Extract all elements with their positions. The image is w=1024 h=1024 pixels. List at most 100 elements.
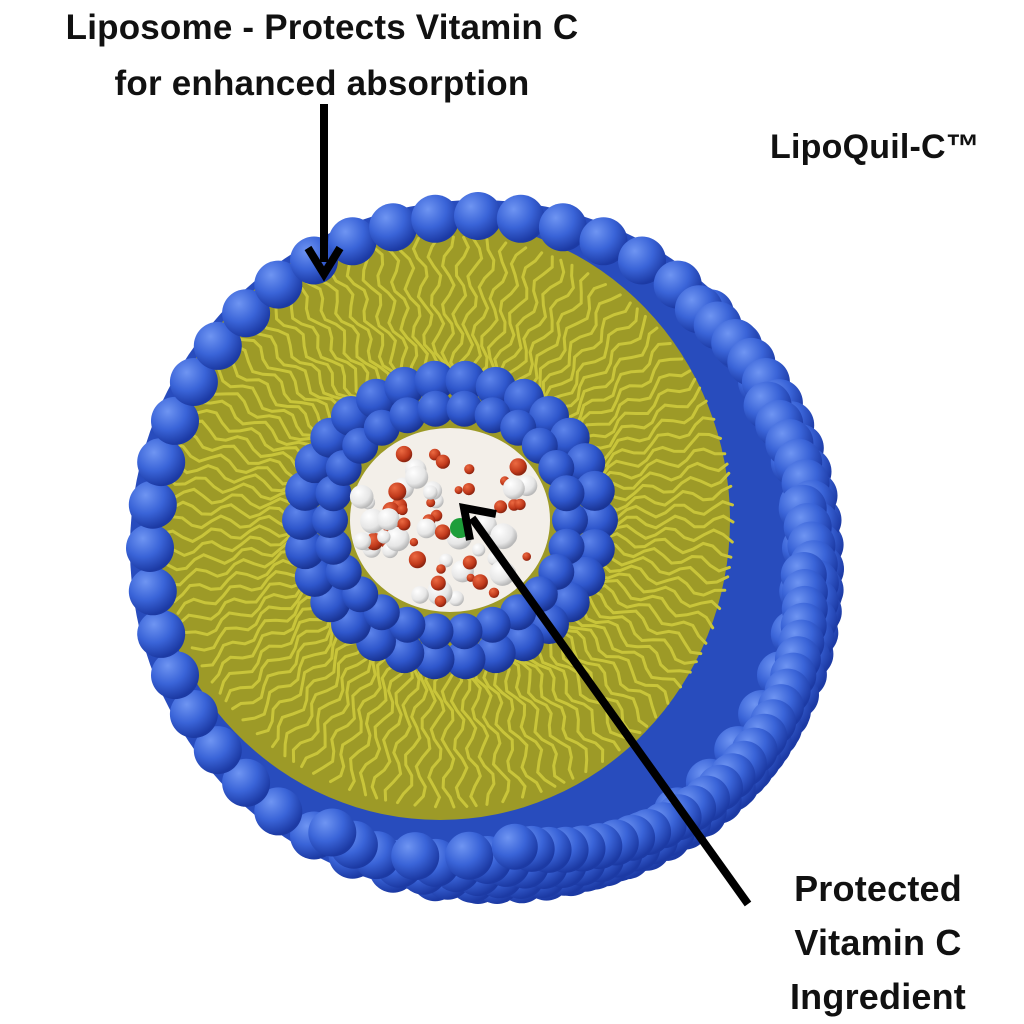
lipid-tail: [579, 588, 703, 656]
lipid-head: [389, 397, 426, 434]
lipid-tail: [230, 334, 335, 428]
lipid-tail: [370, 666, 414, 800]
vitamin-c-atom-white: [411, 586, 429, 604]
lipid-head: [574, 470, 615, 511]
lipid-head: [548, 475, 585, 512]
lipid-tail: [457, 236, 484, 374]
lipid-head: [496, 194, 545, 243]
lipid-head: [445, 639, 486, 680]
lipid-head: [491, 823, 538, 870]
lipid-tail: [594, 539, 731, 573]
liposome-label-line1: Liposome - Protects Vitamin C: [65, 8, 579, 47]
lipid-tail: [585, 577, 715, 630]
vitamin-c-label-line3: Ingredient: [789, 976, 966, 1017]
lipid-tail: [518, 272, 590, 393]
vitamin-c-atom-white: [377, 508, 400, 531]
lipid-tail: [504, 258, 566, 386]
lipid-tail: [545, 633, 634, 742]
lipid-tail: [190, 585, 314, 652]
lipid-head: [285, 529, 326, 570]
lipid-head: [315, 528, 352, 565]
vitamin-c-molecules: [349, 445, 538, 608]
lipid-head: [128, 480, 177, 529]
lipid-head: [445, 831, 494, 880]
lipid-tail: [482, 665, 527, 799]
lipid-tail: [168, 549, 304, 587]
lipid-tail: [543, 301, 632, 410]
lipid-head: [417, 613, 454, 650]
lipid-tail: [589, 565, 722, 610]
lipid-tail: [561, 616, 670, 705]
lipid-tail: [329, 259, 391, 386]
lipid-tail: [218, 612, 331, 695]
lipid-tail: [162, 487, 300, 513]
vitamin-c-atom-red: [397, 504, 408, 516]
lipid-tails: [161, 235, 735, 809]
vitamin-c-atom-red: [488, 587, 500, 598]
vitamin-c-atom-white: [349, 485, 374, 509]
lipid-tail: [569, 606, 682, 689]
lipid-tail: [175, 429, 307, 480]
lipid-head: [446, 390, 483, 427]
vitamin-c-label-line2: Vitamin C: [794, 922, 962, 963]
lipid-tail: [486, 246, 528, 380]
lipid-tail: [440, 670, 456, 809]
lipid-tail: [258, 306, 352, 410]
lipid-tail: [271, 640, 359, 749]
lipid-tail: [507, 657, 566, 784]
lipid-head: [137, 438, 186, 487]
vitamin-c-atom-white: [353, 532, 372, 551]
lipid-tail: [596, 524, 734, 544]
lipid-tail: [545, 307, 639, 411]
vitamin-c-atom-white: [377, 530, 391, 544]
vitamin-c-atom-red: [397, 517, 411, 531]
vitamin-c-atom-red: [409, 538, 419, 547]
brand-label: LipoQuil-C™: [770, 128, 980, 166]
lipid-tail: [224, 614, 333, 703]
vitamin-c-atom-red: [509, 458, 527, 476]
vitamin-c-atom-white: [439, 553, 453, 568]
lipid-head: [414, 360, 455, 401]
lipid-tail: [537, 639, 621, 752]
lipid-head: [552, 502, 588, 538]
lipid-tail: [460, 669, 482, 808]
vitamin-c-atom-white: [416, 518, 437, 539]
vitamin-c-atom-red: [434, 524, 451, 540]
lipid-tail: [510, 656, 575, 780]
lipid-tail: [592, 553, 727, 597]
lipid-tail: [577, 386, 702, 451]
vitamin-c-atom-white: [472, 543, 486, 557]
lipid-tail: [371, 245, 410, 379]
vitamin-c-atom-red: [494, 500, 508, 514]
vitamin-c-atom-red: [395, 445, 413, 463]
lipid-head: [193, 321, 242, 370]
arrow-diagonal-icon: [458, 502, 752, 907]
lipid-tail: [595, 484, 733, 512]
vitamin-c-atom-white: [405, 465, 429, 489]
lipid-tail: [464, 238, 496, 375]
lipid-tail: [172, 558, 307, 604]
lipid-tail: [161, 524, 300, 544]
lipid-tail: [504, 658, 557, 788]
liposome-label: Liposome - Protects Vitamin C for enhanc…: [10, 0, 634, 112]
lipid-head: [193, 726, 242, 775]
lipid-tail: [586, 416, 716, 472]
lipid-tail: [554, 625, 658, 719]
lipid-tail: [493, 251, 544, 383]
lipid-tail: [509, 263, 575, 388]
vitamin-c-atom-red: [462, 483, 475, 496]
lipid-head: [282, 500, 322, 540]
lipid-head: [618, 236, 666, 285]
lipid-tail: [222, 344, 331, 433]
lipid-tail: [210, 360, 327, 437]
lipid-tail: [464, 669, 496, 806]
lipid-tail: [596, 514, 735, 530]
lipid-tail: [345, 252, 402, 382]
lipid-tail: [200, 595, 321, 668]
lipid-head: [254, 260, 303, 309]
vitamin-c-label: Protected Vitamin C Ingredient: [758, 862, 998, 1024]
lipid-head: [414, 639, 455, 680]
lipid-tail: [283, 645, 366, 758]
lipid-tail: [555, 326, 659, 420]
